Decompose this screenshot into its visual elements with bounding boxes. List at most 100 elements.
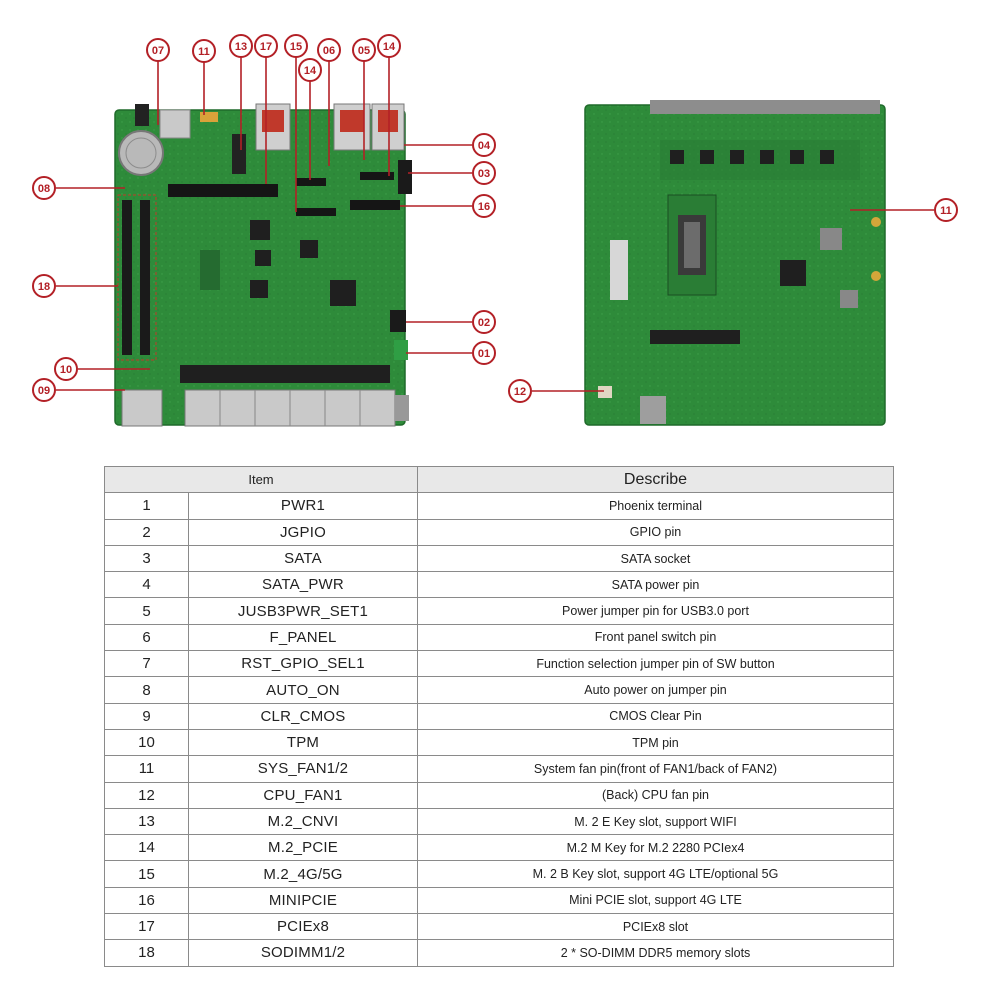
callout-08: 08 bbox=[32, 176, 56, 200]
row-number: 12 bbox=[104, 781, 189, 809]
row-item-name: F_PANEL bbox=[188, 623, 418, 652]
row-item-name: PCIEx8 bbox=[188, 913, 418, 941]
callout-badges: 07 11 13 17 15 14 06 05 14 04 03 16 08 1… bbox=[32, 34, 958, 403]
svg-text:03: 03 bbox=[478, 168, 490, 180]
row-item-name: M.2_PCIE bbox=[188, 834, 418, 862]
sodimm-slot-2 bbox=[140, 200, 150, 355]
header-item: Item bbox=[104, 465, 418, 494]
row-number: 5 bbox=[104, 597, 189, 625]
row-description: PCIEx8 slot bbox=[417, 913, 894, 941]
row-item-name: MINIPCIE bbox=[188, 886, 418, 915]
row-item-name: CLR_CMOS bbox=[188, 702, 418, 730]
svg-text:10: 10 bbox=[60, 364, 72, 376]
row-description: SATA power pin bbox=[417, 571, 894, 599]
row-description: Front panel switch pin bbox=[417, 623, 894, 652]
callout-13: 13 bbox=[229, 34, 253, 58]
row-description: TPM pin bbox=[417, 728, 894, 757]
front-board bbox=[114, 103, 412, 427]
callout-17: 17 bbox=[254, 34, 278, 58]
row-description: CMOS Clear Pin bbox=[417, 702, 894, 730]
callout-lines bbox=[56, 56, 934, 392]
row-number: 1 bbox=[104, 492, 189, 520]
table-header-row: Item Describe bbox=[104, 465, 894, 494]
row-number: 9 bbox=[104, 702, 189, 730]
svg-text:09: 09 bbox=[38, 385, 50, 397]
row-item-name: M.2_4G/5G bbox=[188, 860, 418, 888]
svg-text:14: 14 bbox=[383, 41, 396, 53]
row-description: Function selection jumper pin of SW butt… bbox=[417, 650, 894, 678]
header-describe: Describe bbox=[417, 465, 894, 494]
top-connector-left bbox=[135, 104, 149, 126]
svg-text:18: 18 bbox=[38, 281, 50, 293]
callout-11: 11 bbox=[192, 39, 216, 63]
sodimm-slot-1 bbox=[122, 200, 132, 355]
svg-text:14: 14 bbox=[304, 65, 317, 77]
row-description: Auto power on jumper pin bbox=[417, 676, 894, 704]
row-item-name: SATA bbox=[188, 544, 418, 573]
row-number: 17 bbox=[104, 913, 189, 941]
row-description: Phoenix terminal bbox=[417, 492, 894, 520]
row-description: M. 2 E Key slot, support WIFI bbox=[417, 807, 894, 836]
row-item-name: AUTO_ON bbox=[188, 676, 418, 704]
row-number: 15 bbox=[104, 860, 189, 888]
row-description: Power jumper pin for USB3.0 port bbox=[417, 597, 894, 625]
row-description: 2 * SO-DIMM DDR5 memory slots bbox=[417, 939, 894, 967]
row-number: 4 bbox=[104, 571, 189, 599]
svg-text:04: 04 bbox=[478, 140, 491, 152]
row-description: M. 2 B Key slot, support 4G LTE/optional… bbox=[417, 860, 894, 888]
callout-06: 06 bbox=[317, 38, 341, 62]
row-item-name: CPU_FAN1 bbox=[188, 781, 418, 809]
row-number: 11 bbox=[104, 755, 189, 783]
cmos-battery bbox=[118, 130, 164, 176]
row-number: 8 bbox=[104, 676, 189, 704]
svg-text:12: 12 bbox=[514, 386, 526, 398]
svg-text:06: 06 bbox=[323, 45, 335, 57]
callout-back-11: 11 bbox=[934, 198, 958, 222]
board-diagram: 07 11 13 17 15 14 06 05 14 04 03 16 08 1… bbox=[32, 34, 958, 427]
callout-14-right: 14 bbox=[377, 34, 401, 58]
callout-05: 05 bbox=[352, 38, 376, 62]
row-description: System fan pin(front of FAN1/back of FAN… bbox=[417, 755, 894, 783]
row-description: SATA socket bbox=[417, 544, 894, 573]
row-item-name: JUSB3PWR_SET1 bbox=[188, 597, 418, 625]
row-item-name: RST_GPIO_SEL1 bbox=[188, 650, 418, 678]
back-board bbox=[584, 100, 886, 426]
row-number: 14 bbox=[104, 834, 189, 862]
svg-text:15: 15 bbox=[290, 41, 302, 53]
callout-09: 09 bbox=[32, 378, 56, 402]
row-item-name: JGPIO bbox=[188, 518, 418, 546]
row-item-name: M.2_CNVI bbox=[188, 807, 418, 836]
row-number: 13 bbox=[104, 807, 189, 836]
row-number: 7 bbox=[104, 650, 189, 678]
callout-04: 04 bbox=[472, 133, 496, 157]
svg-text:01: 01 bbox=[478, 348, 490, 360]
callout-16: 16 bbox=[472, 194, 496, 218]
row-description: Mini PCIE slot, support 4G LTE bbox=[417, 886, 894, 915]
row-number: 3 bbox=[104, 544, 189, 573]
row-description: M.2 M Key for M.2 2280 PCIex4 bbox=[417, 834, 894, 862]
callout-14: 14 bbox=[298, 58, 322, 82]
row-description: (Back) CPU fan pin bbox=[417, 781, 894, 809]
row-item-name: SYS_FAN1/2 bbox=[188, 755, 418, 783]
svg-text:11: 11 bbox=[198, 46, 210, 58]
row-number: 18 bbox=[104, 939, 189, 967]
row-item-name: SODIMM1/2 bbox=[188, 939, 418, 967]
callout-10: 10 bbox=[54, 357, 78, 381]
svg-text:07: 07 bbox=[152, 45, 164, 57]
pcie-x8-slot bbox=[168, 184, 278, 197]
svg-text:16: 16 bbox=[478, 201, 490, 213]
